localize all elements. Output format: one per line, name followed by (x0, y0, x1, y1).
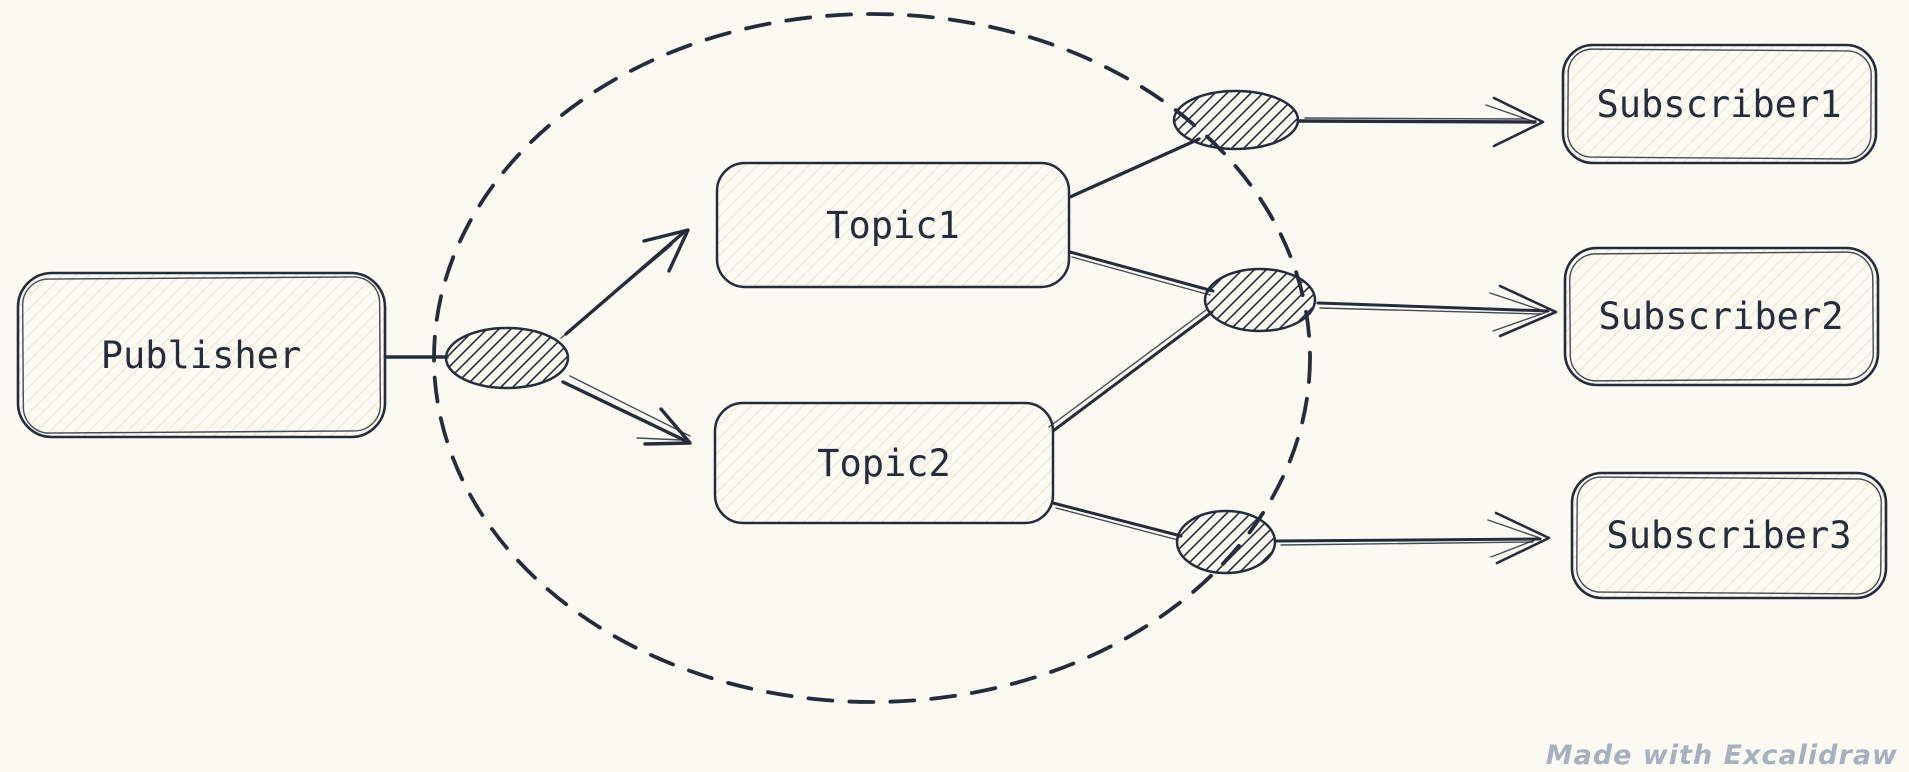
port-middle-ellipse (1203, 267, 1317, 333)
subscriber1-label: Subscriber1 (1596, 83, 1841, 126)
topic1-label: Topic1 (826, 204, 960, 247)
port-bottom-ellipse (1175, 509, 1277, 575)
subscriber3-node: Subscriber3 (1570, 471, 1888, 600)
subscriber2-node: Subscriber2 (1563, 246, 1880, 387)
edge-topic2-to-port-middle (1048, 309, 1214, 433)
arrow-port-middle-to-subscriber2 (1316, 284, 1558, 338)
arrow-port-bottom-to-subscriber3 (1275, 511, 1551, 565)
arrow-port-top-to-subscriber1 (1298, 96, 1545, 148)
excalidraw-watermark: Made with Excalidraw (1546, 740, 1898, 771)
topic2-label: Topic2 (817, 442, 951, 485)
arrow-port-to-topic1 (560, 228, 690, 339)
topic2-node: Topic2 (713, 401, 1055, 525)
subscriber2-label: Subscriber2 (1598, 295, 1843, 338)
edge-topic1-to-port-middle (1068, 250, 1215, 296)
publisher-port-ellipse (444, 326, 570, 390)
edge-topic2-to-port-bottom (1051, 501, 1183, 541)
publisher-label: Publisher (101, 334, 301, 377)
topic1-node: Topic1 (715, 161, 1071, 289)
edge-topic1-to-port-top (1068, 137, 1201, 199)
subscriber1-node: Subscriber1 (1561, 43, 1878, 165)
arrow-port-to-topic2 (561, 375, 692, 446)
subscriber3-label: Subscriber3 (1606, 514, 1851, 557)
publisher-node: Publisher (16, 271, 387, 439)
port-top-ellipse (1172, 89, 1300, 151)
